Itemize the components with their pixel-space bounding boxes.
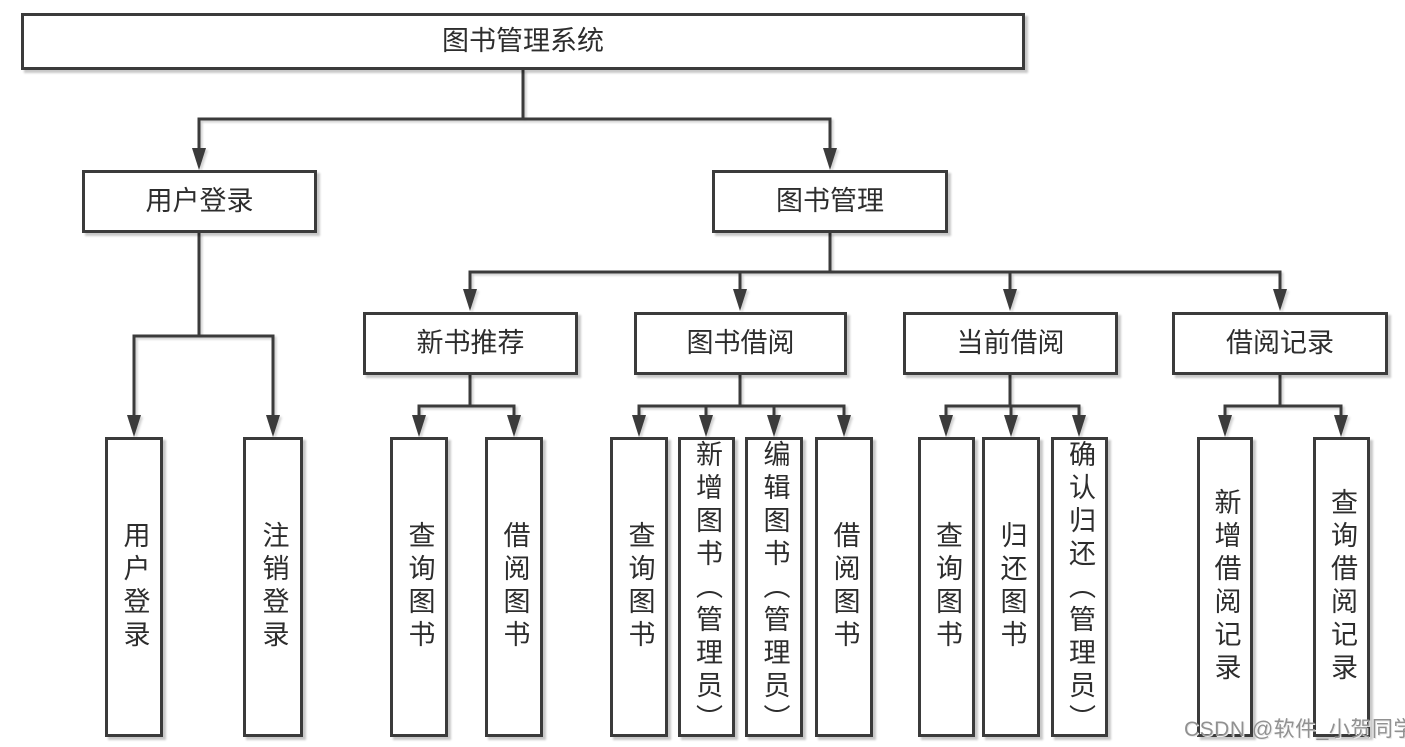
arrowhead-leaf-add-book (699, 415, 713, 437)
node-user-login: 用户登录 (82, 170, 317, 233)
connector-records-bar (1223, 404, 1343, 417)
arrowhead-leaf-query-1 (412, 415, 426, 437)
node-label: 注销登录 (258, 521, 289, 653)
node-label: 新增图书（管理员） (692, 440, 722, 737)
arrowhead-leaf-edit-book (767, 415, 781, 437)
node-label: 用户登录 (145, 186, 254, 216)
connector-level2-bar (468, 270, 1282, 291)
arrowhead-borrow-records (1273, 289, 1287, 311)
node-label: 图书借阅 (686, 328, 795, 358)
node-leaf-borrow-books-2: 借阅图书 (815, 437, 873, 737)
node-leaf-add-book-admin: 新增图书（管理员） (678, 437, 735, 737)
arrowhead-user-login (192, 148, 206, 170)
connector-user-login-bar (132, 334, 275, 417)
arrowhead-new-book (463, 289, 477, 311)
arrowhead-leaf-user-login (127, 415, 141, 437)
arrowhead-leaf-return-book (1004, 415, 1018, 437)
node-label: 查询图书 (624, 521, 655, 653)
node-leaf-query-borrow-record: 查询借阅记录 (1313, 437, 1370, 737)
arrowhead-leaf-query-record (1334, 415, 1348, 437)
node-label: 新增借阅记录 (1210, 488, 1241, 686)
node-label: 查询图书 (404, 521, 435, 653)
node-leaf-logout: 注销登录 (243, 437, 303, 737)
arrowhead-leaf-logout (266, 415, 280, 437)
node-leaf-borrow-books-1: 借阅图书 (485, 437, 543, 737)
node-label: 借阅图书 (499, 521, 530, 653)
node-label: 借阅记录 (1226, 328, 1334, 358)
arrowhead-leaf-query-3 (939, 415, 953, 437)
arrowhead-leaf-borrow-2 (837, 415, 851, 437)
connector-borrowing-bar (637, 404, 846, 417)
node-label: 查询图书 (932, 521, 962, 653)
connector-level1-bar (197, 117, 832, 150)
arrowhead-current-borrowing (1003, 289, 1017, 311)
node-leaf-edit-book-admin: 编辑图书（管理员） (745, 437, 803, 737)
arrowhead-leaf-confirm-return (1072, 415, 1086, 437)
node-label: 查询借阅记录 (1327, 488, 1357, 686)
node-label: 当前借阅 (956, 328, 1065, 358)
node-leaf-query-books-1: 查询图书 (390, 437, 448, 737)
node-label: 确认归还（管理员） (1065, 440, 1095, 737)
node-label: 图书管理系统 (442, 26, 604, 56)
node-label: 新书推荐 (416, 328, 525, 358)
arrowhead-leaf-borrow-1 (507, 415, 521, 437)
node-label: 编辑图书（管理员） (759, 440, 790, 737)
node-book-borrowing: 图书借阅 (634, 312, 847, 375)
node-book-management-system: 图书管理系统 (21, 13, 1025, 70)
arrowhead-leaf-add-record (1218, 415, 1232, 437)
node-label: 借阅图书 (829, 521, 860, 653)
node-label: 用户登录 (119, 521, 150, 653)
node-borrowing-records: 借阅记录 (1172, 312, 1388, 375)
arrowhead-book-mgmt (823, 148, 837, 170)
node-label: 归还图书 (996, 521, 1027, 653)
node-leaf-user-login: 用户登录 (105, 437, 163, 737)
node-leaf-return-book: 归还图书 (982, 437, 1040, 737)
node-label: 图书管理 (776, 186, 884, 216)
node-leaf-query-books-3: 查询图书 (918, 437, 975, 737)
arrowhead-book-borrowing (733, 289, 747, 311)
node-leaf-query-books-2: 查询图书 (610, 437, 668, 737)
node-leaf-add-borrow-record: 新增借阅记录 (1197, 437, 1253, 737)
watermark: CSDN @软件_小贺同学 (1184, 718, 1405, 741)
node-new-book-recommendation: 新书推荐 (363, 312, 578, 375)
node-current-borrowing: 当前借阅 (903, 312, 1118, 375)
arrowhead-leaf-query-2 (632, 415, 646, 437)
node-book-management: 图书管理 (712, 170, 948, 233)
node-leaf-confirm-return-admin: 确认归还（管理员） (1051, 437, 1108, 737)
connector-newbook-bar (417, 404, 516, 417)
